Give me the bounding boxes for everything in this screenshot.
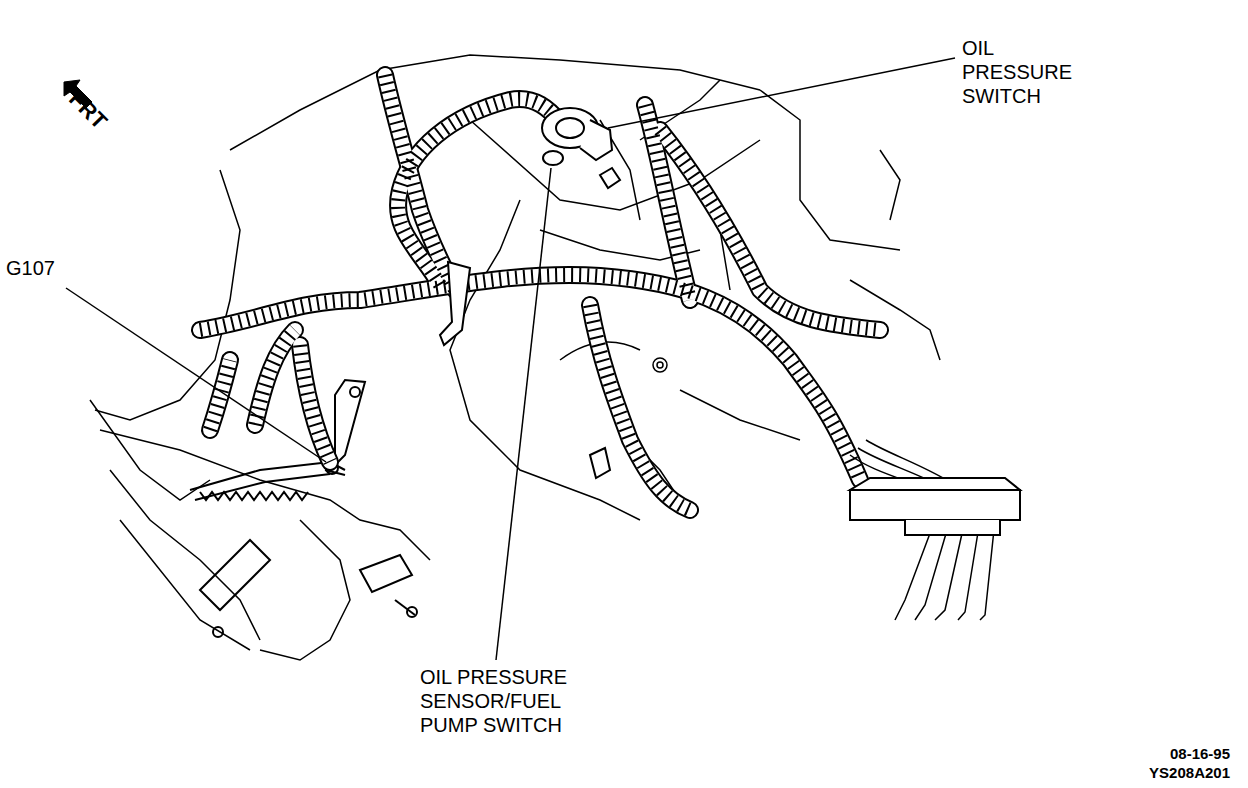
component-callout: OIL PRESSURE SENSOR/FUEL PUMP SWITCH xyxy=(420,665,578,737)
manifold xyxy=(190,462,417,637)
figure-code: YS208A201 xyxy=(1149,764,1230,782)
engine-outline xyxy=(90,55,940,660)
oil-pressure-switch xyxy=(542,108,620,188)
harness-connector xyxy=(850,478,1020,535)
ground-callout: G107 xyxy=(6,256,55,280)
leader-line xyxy=(66,58,955,660)
harness-clip xyxy=(440,262,610,478)
wiring-harness xyxy=(200,75,880,510)
component-callout: OIL PRESSURE SWITCH xyxy=(962,36,1074,108)
date-code: 08-16-95 xyxy=(1170,745,1230,763)
